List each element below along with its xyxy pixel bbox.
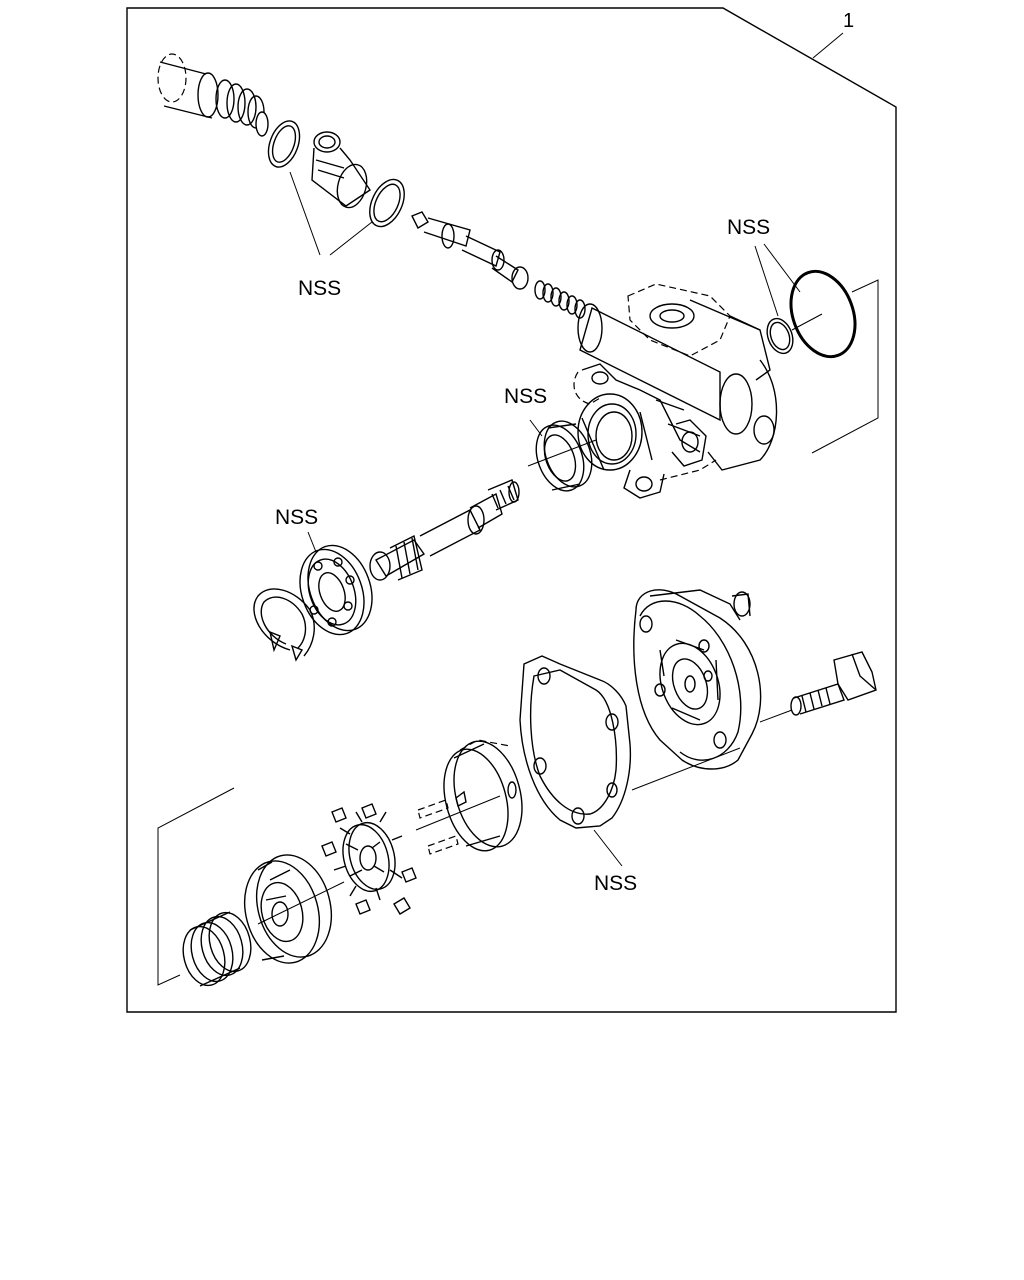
item-number-label: 1 <box>843 10 854 32</box>
housing-small-o-ring <box>766 317 794 355</box>
nss-leader-seal <box>529 419 543 437</box>
shaft-seal <box>535 420 593 492</box>
pump-housing <box>573 283 778 499</box>
o-ring-center-line <box>791 313 823 331</box>
cam-ring <box>443 739 523 852</box>
cover-gasket <box>519 655 632 829</box>
kit-bracket-left <box>157 787 235 986</box>
valve-o-ring <box>267 120 301 168</box>
nss-leader-top-left <box>289 171 373 256</box>
nss-label-bearing: NSS <box>275 506 318 529</box>
relief-valve-spool <box>411 211 529 290</box>
cam-center-line <box>415 795 501 831</box>
kit-bracket-right <box>811 279 879 454</box>
item-number-leader <box>812 32 844 59</box>
nss-label-seal: NSS <box>504 385 547 408</box>
bolt-center-line <box>759 709 793 723</box>
nss-leader-bearing <box>307 531 317 553</box>
pump-rotor <box>333 811 403 901</box>
drive-shaft <box>369 479 520 581</box>
plate-center-line <box>257 881 345 925</box>
connector-o-ring <box>369 178 405 228</box>
nss-label-top-right: NSS <box>727 216 770 239</box>
end-spring <box>182 911 252 987</box>
flow-control-valve <box>157 53 269 137</box>
diagram-frame <box>126 7 897 1013</box>
cover-bolt <box>790 651 877 716</box>
dowel-pins <box>417 799 459 855</box>
relief-spring <box>534 280 586 319</box>
shaft-center-line <box>527 439 597 467</box>
nss-leader-gasket <box>593 829 623 867</box>
gasket-center-line <box>631 747 741 791</box>
ball-bearing <box>299 544 373 636</box>
snap-ring <box>253 588 315 662</box>
banjo-connector <box>311 131 371 209</box>
rotor-vanes <box>321 803 417 915</box>
nss-label-gasket: NSS <box>594 872 637 895</box>
front-pressure-plate <box>244 854 332 964</box>
rear-cover <box>633 589 762 770</box>
nss-leader-top-right <box>754 243 801 317</box>
housing-large-o-ring <box>789 269 857 359</box>
nss-label-top-left: NSS <box>298 277 341 300</box>
